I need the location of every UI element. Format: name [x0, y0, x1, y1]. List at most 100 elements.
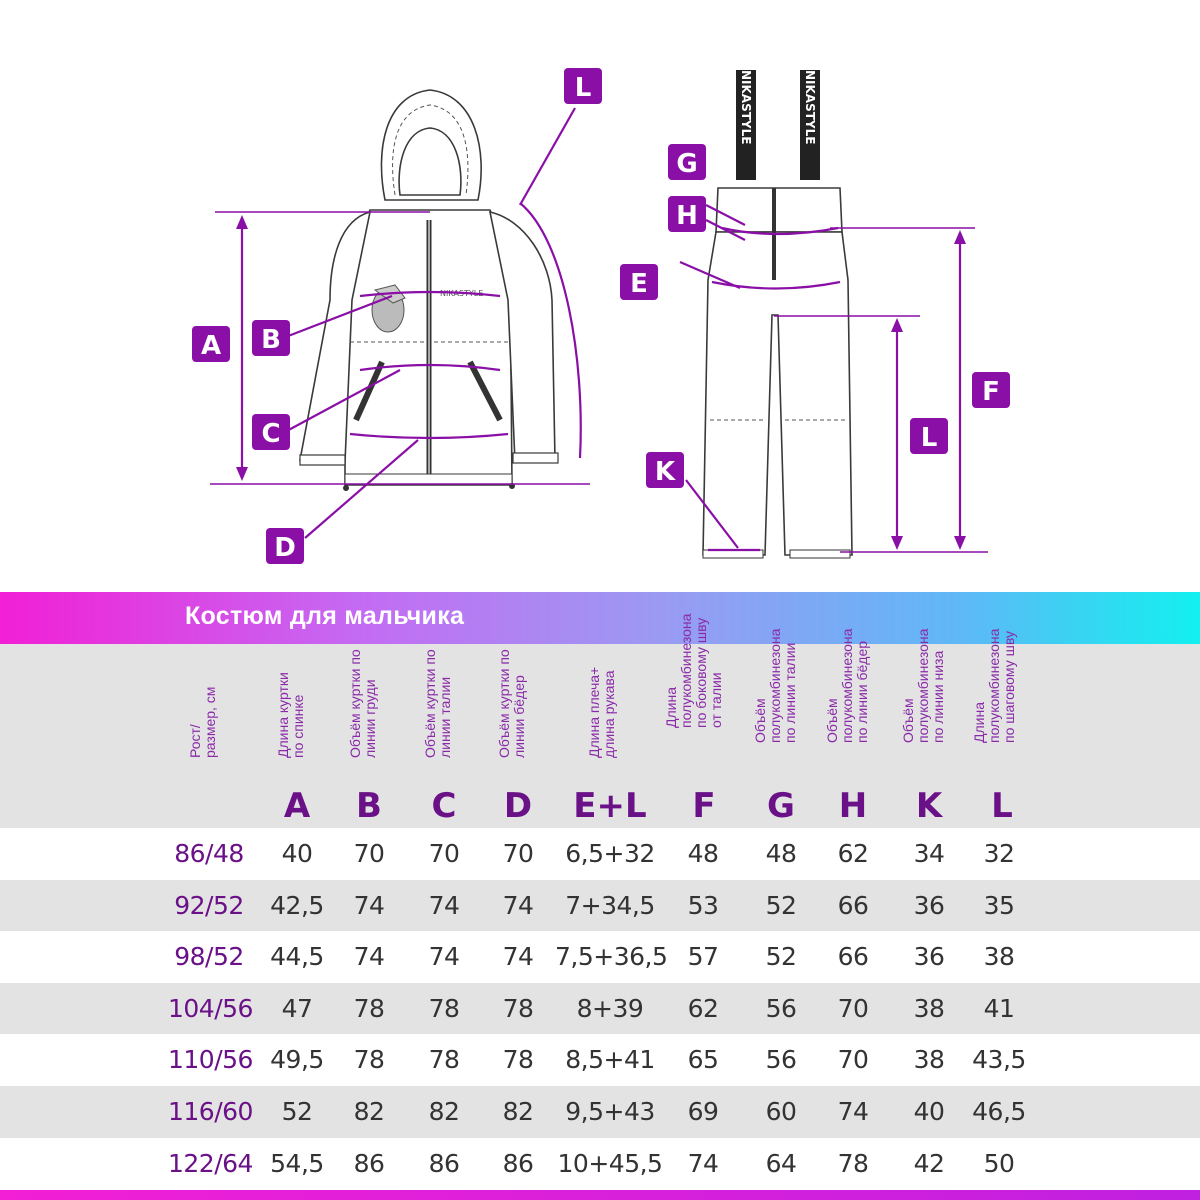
cell: 82 [428, 1096, 460, 1126]
cell: 48 [687, 839, 719, 868]
header-label: Длина полукомбинезона по боковому шву от… [663, 613, 724, 728]
cell: 52 [765, 942, 797, 972]
header-letter: E+L [573, 786, 647, 826]
svg-text:D: D [274, 533, 296, 563]
cell: 40 [281, 839, 313, 868]
cell: 46,5 [972, 1096, 1026, 1126]
header-letter: F [692, 786, 716, 826]
cell: 74 [353, 890, 385, 920]
cell: 78 [428, 993, 460, 1023]
cell: 78 [502, 993, 534, 1023]
table-row: 98/52 44,5 74 74 74 7,5+36,5 57 52 66 36… [0, 931, 1200, 983]
header-col-A: Длина куртки по спинке A [262, 644, 332, 828]
cell: 52 [765, 890, 797, 920]
table-row: 110/56 49,5 78 78 78 8,5+41 65 56 70 38 … [0, 1034, 1200, 1086]
table-title: Костюм для мальчика [185, 602, 465, 630]
cell: 74 [353, 942, 385, 972]
badge-F: F [972, 372, 1010, 408]
cell: 42,5 [270, 890, 324, 920]
cell: 86 [353, 1148, 385, 1178]
cell: 8,5+41 [565, 1045, 655, 1075]
header-label: Объём куртки по линии груди [347, 649, 378, 758]
header-col-K: Объём полукомбинезона по линии низа K [893, 629, 965, 828]
cell: 74 [502, 890, 534, 920]
cell: 35 [983, 890, 1015, 920]
cell: 47 [281, 993, 313, 1023]
header-col-F: Длина полукомбинезона по боковому шву от… [663, 614, 744, 828]
cell: 62 [687, 993, 719, 1023]
cell: 82 [353, 1096, 385, 1126]
cell: 60 [765, 1096, 797, 1126]
cell: 70 [353, 839, 385, 868]
cell: 54,5 [270, 1148, 324, 1178]
svg-text:C: C [261, 419, 280, 449]
cell: 82 [502, 1096, 534, 1126]
pants-measurements [679, 204, 988, 553]
header-col-EL: Длина плеча+ длина рукава E+L [555, 644, 665, 828]
header-label: Объём куртки по линии бёдер [496, 649, 527, 758]
badge-G: G [668, 144, 706, 180]
header-label: Объём куртки по линии талии [422, 649, 453, 758]
cell: 38 [913, 1045, 945, 1075]
cell: 56 [765, 1045, 797, 1075]
jacket-measurements [210, 107, 590, 539]
badge-H: H [668, 196, 706, 232]
cell: 32 [983, 839, 1015, 868]
header-label: Длина куртки по спинке [275, 672, 306, 758]
header-col-D: Объём куртки по линии бёдер D [483, 644, 553, 828]
cell: 74 [428, 890, 460, 920]
header-col-B: Объём куртки по линии груди B [334, 644, 404, 828]
header-label: Длина полукомбинезона по шаговому шву [971, 628, 1017, 743]
cell: 65 [687, 1045, 719, 1075]
cell: 69 [687, 1096, 719, 1126]
header-letter: G [767, 786, 795, 826]
cell: 78 [837, 1148, 869, 1178]
cell: 64 [765, 1148, 797, 1178]
cell: 74 [502, 942, 534, 972]
cell: 36 [913, 942, 945, 972]
badge-K: K [646, 452, 684, 488]
badge-B: B [252, 320, 290, 356]
header-col-size: Рост/ размер, см [176, 644, 238, 828]
garment-diagram: NIKASTYLE NIKASTYLE NIKASTYLE [192, 68, 1010, 564]
cell: 52 [281, 1096, 313, 1126]
cell: 74 [687, 1148, 719, 1178]
cell-size: 110/56 [168, 1045, 253, 1075]
cell: 9,5+43 [565, 1096, 655, 1126]
table-row: 104/56 47 78 78 78 8+39 62 56 70 38 41 [0, 982, 1200, 1035]
svg-text:E: E [630, 269, 648, 299]
header-letter: C [431, 786, 457, 826]
svg-text:F: F [982, 377, 1000, 407]
badge-C: C [252, 414, 290, 450]
cell: 70 [837, 993, 869, 1023]
cell: 49,5 [270, 1045, 324, 1075]
cell: 62 [837, 839, 869, 868]
svg-text:NIKASTYLE: NIKASTYLE [739, 70, 753, 144]
cell-size: 98/52 [174, 942, 244, 972]
header-letter: H [838, 786, 868, 826]
table-header: Рост/ размер, см Длина куртки по спинке … [0, 614, 1200, 828]
table-row: 122/64 54,5 86 86 86 10+45,5 74 64 78 42… [0, 1138, 1200, 1190]
cell: 34 [913, 839, 945, 868]
cell: 50 [983, 1148, 1015, 1178]
cell: 40 [913, 1096, 945, 1126]
cell: 66 [837, 942, 869, 972]
cell: 7+34,5 [565, 890, 655, 920]
cell: 57 [687, 942, 719, 972]
badge-L-pants: L [910, 418, 948, 454]
cell: 70 [837, 1045, 869, 1075]
cell-size: 122/64 [168, 1148, 253, 1178]
cell: 53 [687, 890, 719, 920]
header-label: Объём полукомбинезона по линии бёдер [824, 628, 870, 743]
header-col-G: Объём полукомбинезона по линии талии G [745, 629, 817, 828]
cell-size: 86/48 [174, 839, 244, 868]
header-col-H: Объём полукомбинезона по линии бёдер H [817, 629, 889, 828]
cell: 48 [765, 839, 797, 868]
badge-D: D [266, 528, 304, 564]
cell-size: 116/60 [168, 1096, 253, 1126]
svg-text:G: G [676, 149, 697, 179]
jacket-drawing: NIKASTYLE [299, 89, 559, 491]
cell: 86 [428, 1148, 460, 1178]
badge-E: E [620, 264, 658, 300]
cell: 7,5+36,5 [555, 942, 668, 972]
